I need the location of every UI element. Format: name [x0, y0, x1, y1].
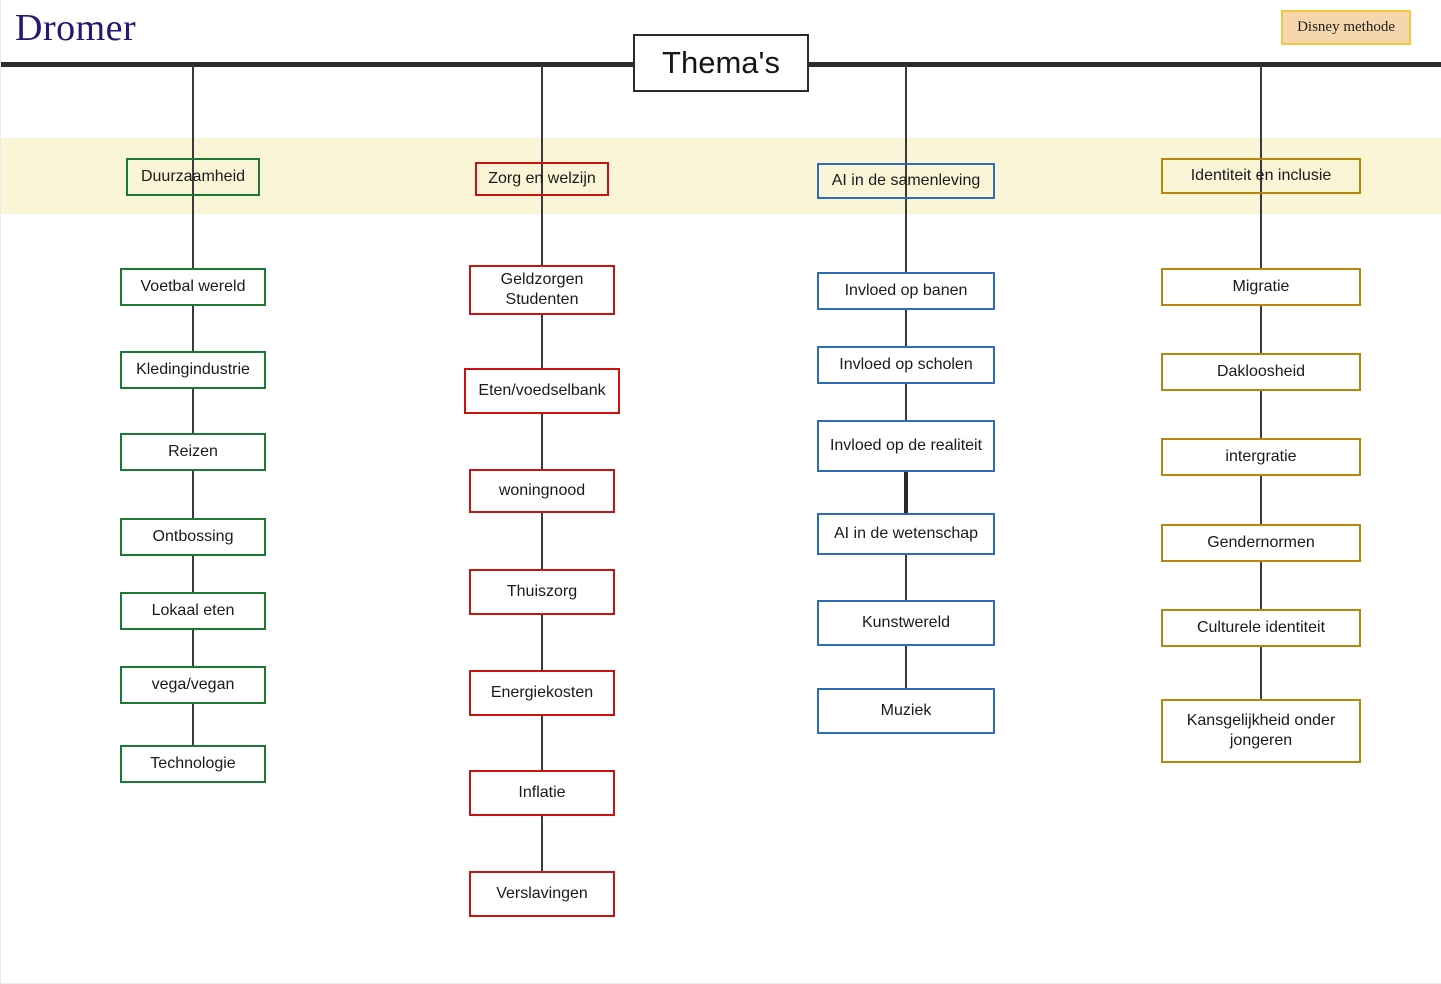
column-header-zorg-en-welzijn[interactable]: Zorg en welzijn — [475, 162, 609, 196]
node-zorg-en-welzijn-1[interactable]: Eten/voedselbank — [464, 368, 620, 414]
node-identiteit-en-inclusie-4[interactable]: Culturele identiteit — [1161, 609, 1361, 647]
node-duurzaamheid-6[interactable]: Technologie — [120, 745, 266, 783]
emphasis-connector — [904, 472, 908, 514]
node-zorg-en-welzijn-3[interactable]: Thuiszorg — [469, 569, 615, 615]
node-zorg-en-welzijn-2[interactable]: woningnood — [469, 469, 615, 513]
node-identiteit-en-inclusie-2[interactable]: intergratie — [1161, 438, 1361, 476]
node-ai-in-de-samenleving-3[interactable]: AI in de wetenschap — [817, 513, 995, 555]
node-ai-in-de-samenleving-1[interactable]: Invloed op scholen — [817, 346, 995, 384]
node-duurzaamheid-5[interactable]: vega/vegan — [120, 666, 266, 704]
node-zorg-en-welzijn-5[interactable]: Inflatie — [469, 770, 615, 816]
column-header-ai-in-de-samenleving[interactable]: AI in de samenleving — [817, 163, 995, 199]
node-duurzaamheid-3[interactable]: Ontbossing — [120, 518, 266, 556]
node-zorg-en-welzijn-0[interactable]: Geldzorgen Studenten — [469, 265, 615, 315]
method-badge: Disney methode — [1281, 10, 1411, 45]
node-zorg-en-welzijn-6[interactable]: Verslavingen — [469, 871, 615, 917]
column-header-duurzaamheid[interactable]: Duurzaamheid — [126, 158, 260, 196]
node-duurzaamheid-0[interactable]: Voetbal wereld — [120, 268, 266, 306]
column-spine — [1260, 64, 1262, 763]
node-identiteit-en-inclusie-5[interactable]: Kansgelijkheid onder jongeren — [1161, 699, 1361, 763]
node-duurzaamheid-4[interactable]: Lokaal eten — [120, 592, 266, 630]
node-identiteit-en-inclusie-0[interactable]: Migratie — [1161, 268, 1361, 306]
node-ai-in-de-samenleving-5[interactable]: Muziek — [817, 688, 995, 734]
node-duurzaamheid-2[interactable]: Reizen — [120, 433, 266, 471]
node-duurzaamheid-1[interactable]: Kledingindustrie — [120, 351, 266, 389]
root-node[interactable]: Thema's — [633, 34, 809, 92]
node-ai-in-de-samenleving-4[interactable]: Kunstwereld — [817, 600, 995, 646]
node-zorg-en-welzijn-4[interactable]: Energiekosten — [469, 670, 615, 716]
node-ai-in-de-samenleving-2[interactable]: Invloed op de realiteit — [817, 420, 995, 472]
highlight-band — [1, 138, 1441, 214]
column-spine — [905, 64, 907, 734]
column-header-identiteit-en-inclusie[interactable]: Identiteit en inclusie — [1161, 158, 1361, 194]
node-ai-in-de-samenleving-0[interactable]: Invloed op banen — [817, 272, 995, 310]
node-identiteit-en-inclusie-3[interactable]: Gendernormen — [1161, 524, 1361, 562]
column-spine — [192, 64, 194, 783]
node-identiteit-en-inclusie-1[interactable]: Dakloosheid — [1161, 353, 1361, 391]
page-title: Dromer — [15, 7, 137, 49]
